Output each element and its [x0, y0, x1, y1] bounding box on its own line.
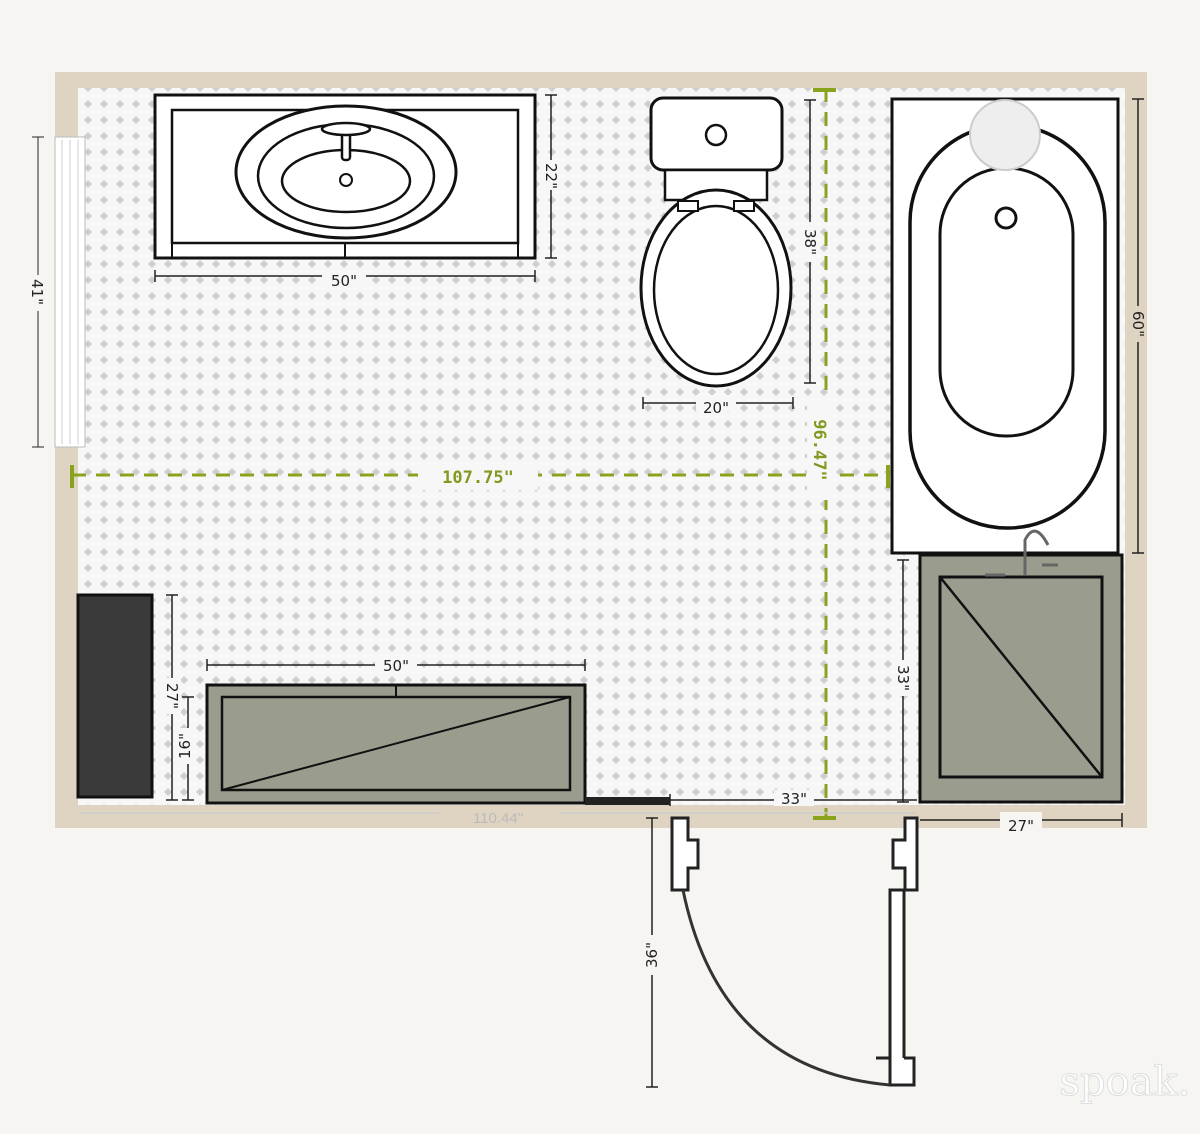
door-width-dimension: 36" — [643, 942, 661, 968]
overall-width-dimension: 110.44" — [473, 810, 523, 827]
bench-width-dimension: 50" — [383, 657, 409, 675]
room-length-dimension: 96.47" — [809, 419, 829, 480]
vanity — [153, 93, 537, 260]
door — [585, 797, 919, 1087]
window-dimension: 41" — [28, 279, 46, 305]
spoak-logo: spoak. — [1059, 1059, 1190, 1105]
bench-depth-dimension: 16" — [176, 733, 194, 759]
toilet-width-dimension: 20" — [703, 399, 729, 417]
shower-opening-dimension: 33" — [781, 790, 807, 808]
tub-fixture-icon — [969, 99, 1041, 171]
room-width-dimension: 107.75" — [442, 468, 514, 488]
cabinet-depth-dimension: 27" — [163, 683, 181, 709]
vanity-depth-dimension: 22" — [542, 163, 560, 189]
shower-side-dimension: 33" — [894, 665, 912, 691]
bench — [205, 683, 587, 805]
storage-cabinet — [76, 593, 154, 799]
tub-length-dimension: 60" — [1129, 311, 1147, 337]
shower-width-dimension: 27" — [1008, 817, 1034, 835]
vanity-width-dimension: 50" — [331, 272, 357, 290]
sink-drain-icon — [339, 173, 353, 187]
faucet-icon — [320, 121, 372, 162]
toilet-depth-dimension: 38" — [801, 229, 819, 255]
door-leaf[interactable] — [888, 888, 906, 1082]
door-swing-arc — [681, 889, 891, 1087]
tub-drain-icon — [994, 206, 1018, 230]
toilet — [639, 96, 793, 388]
shower — [918, 529, 1124, 804]
shower-faucet-icon — [985, 529, 1058, 577]
window — [28, 136, 86, 448]
bathtub — [890, 97, 1120, 555]
